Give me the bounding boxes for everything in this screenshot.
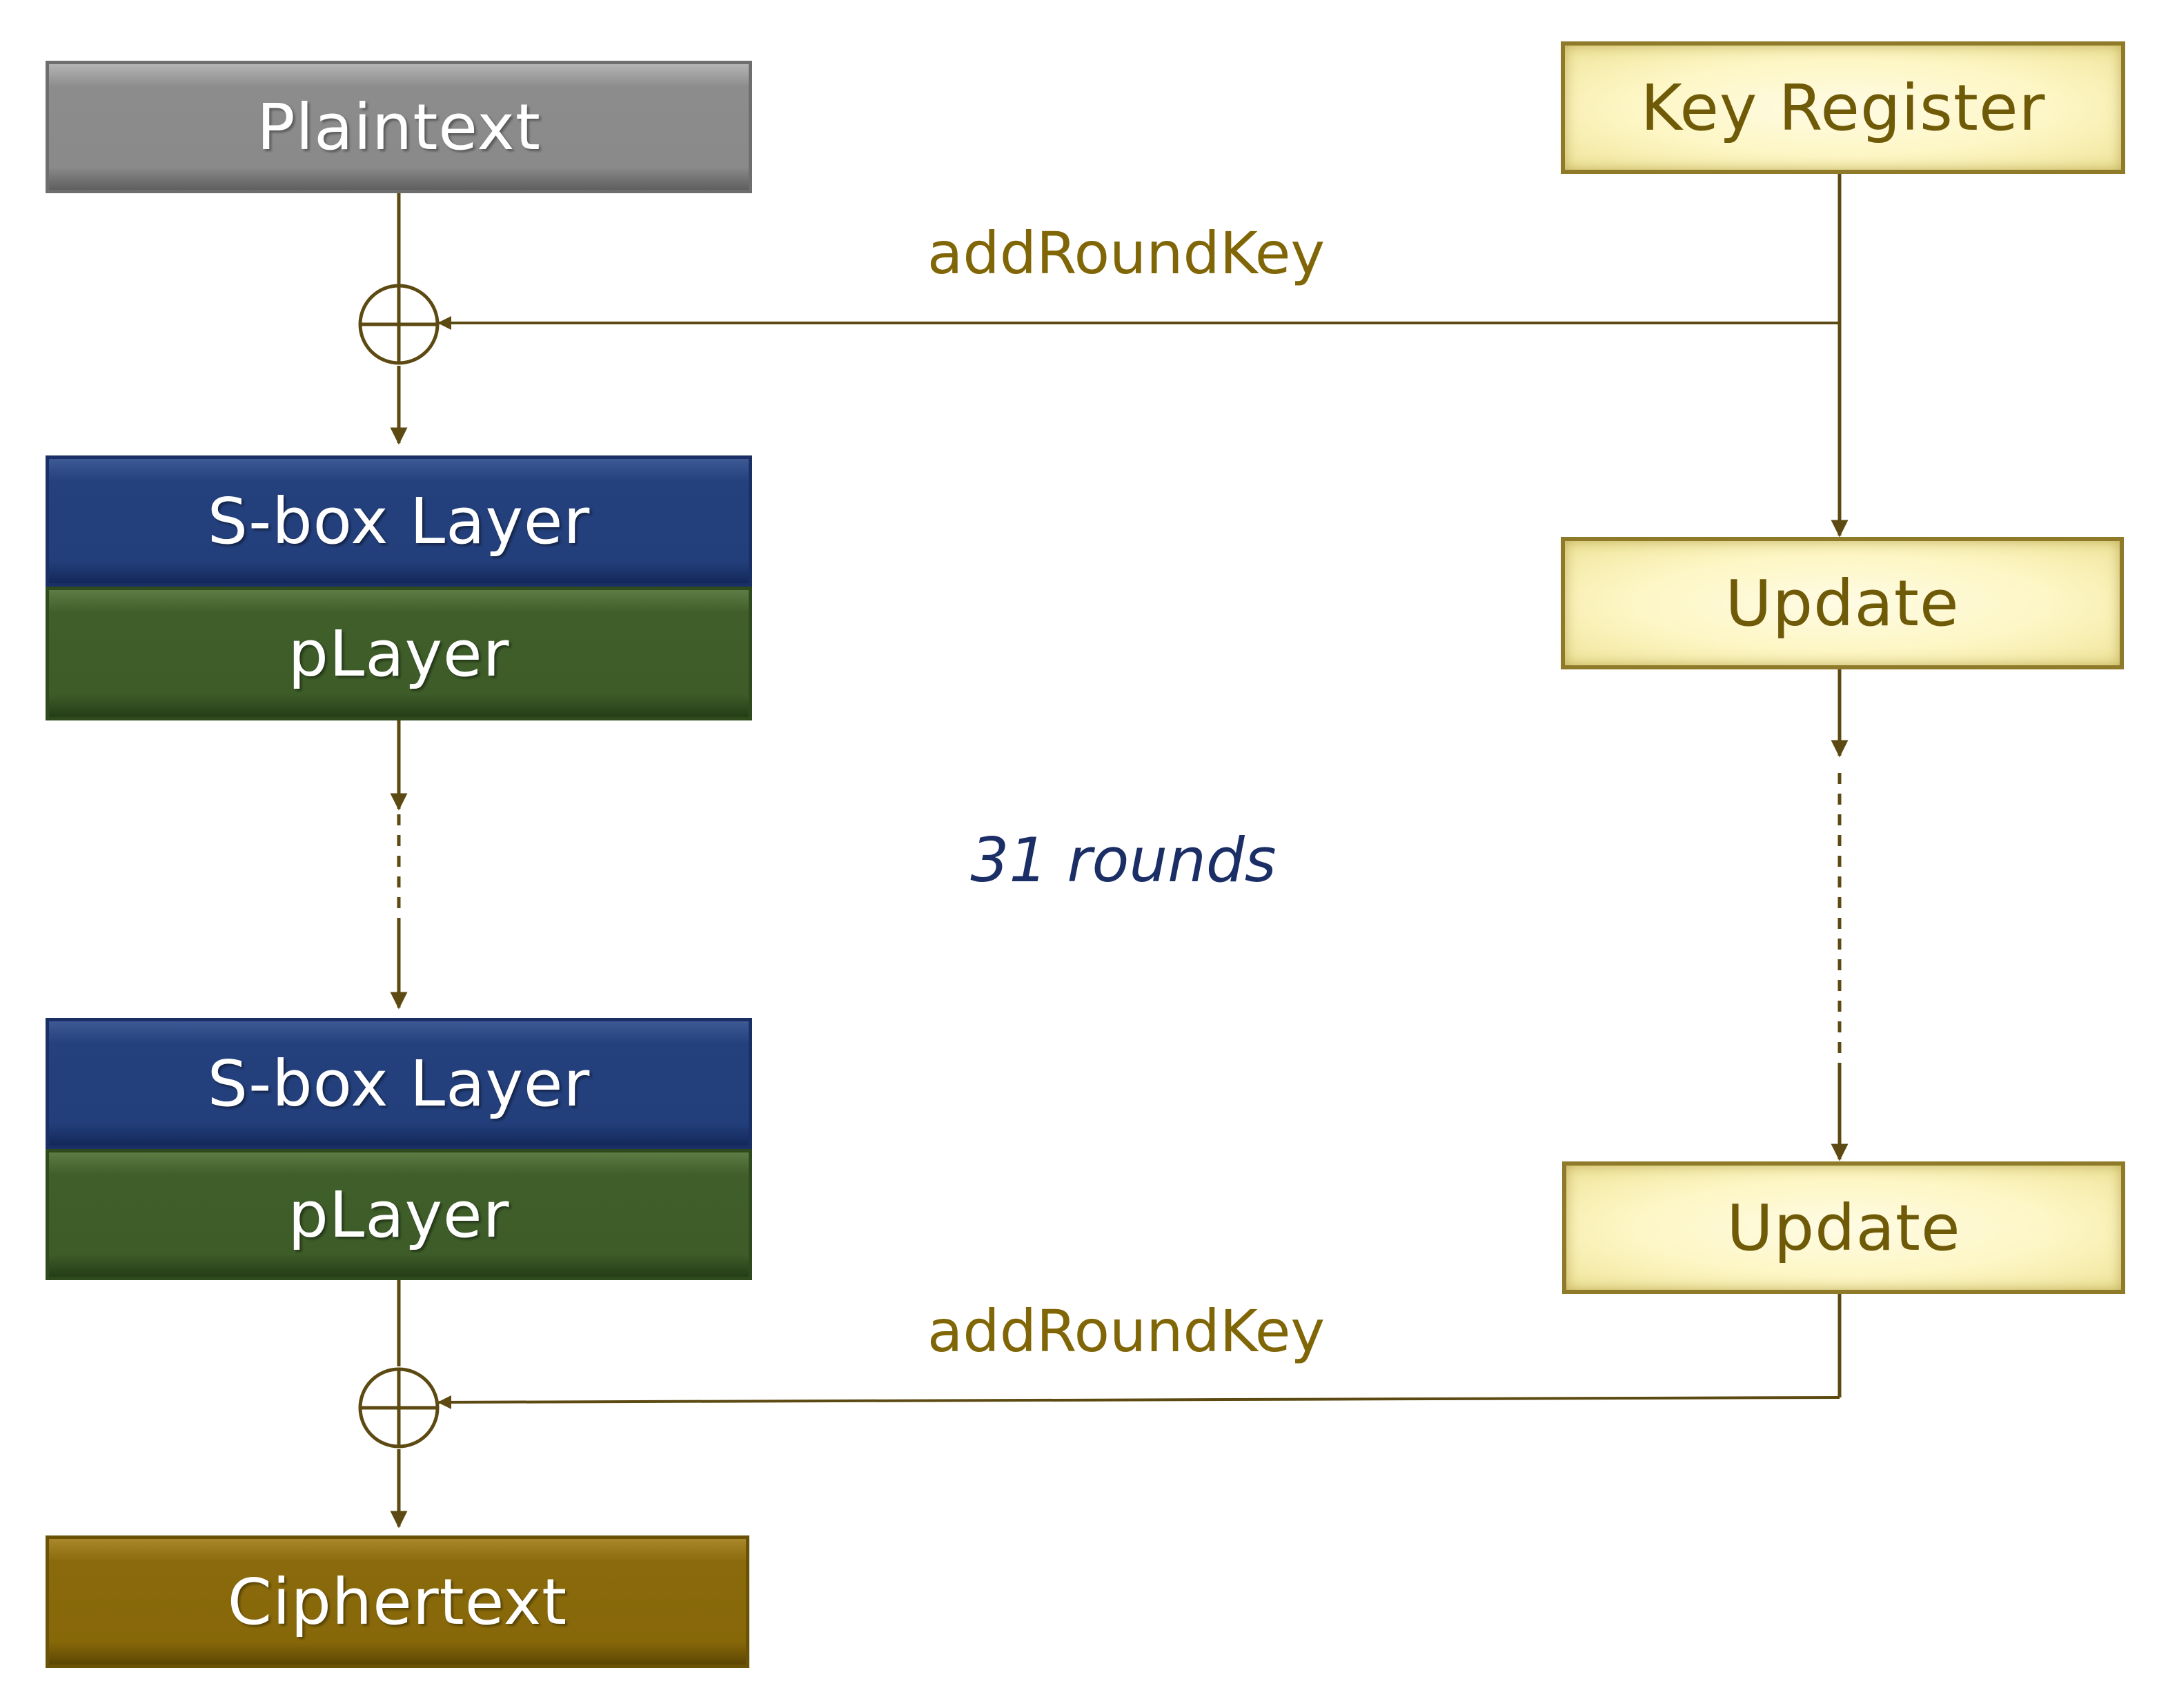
player-box-1: pLayer [46, 587, 752, 720]
key-register-box: Key Register [1561, 41, 2125, 174]
plaintext-box: Plaintext [46, 61, 752, 193]
add-round-key-label-top: addRoundKey [927, 219, 1326, 287]
player-label: pLayer [288, 616, 510, 691]
update-box-2: Update [1562, 1161, 2125, 1294]
ciphertext-box: Ciphertext [46, 1535, 749, 1668]
wire-add-round-key-bottom [437, 1395, 1840, 1409]
update-box-1: Update [1561, 537, 2124, 669]
sbox-layer-box-1: S-box Layer [46, 455, 752, 587]
update-label: Update [1726, 1190, 1961, 1265]
xor-symbol-bottom [358, 1367, 440, 1449]
xor-symbol-top [358, 284, 440, 365]
update-label: Update [1725, 566, 1960, 640]
sbox-layer-label: S-box Layer [207, 484, 591, 558]
player-box-2: pLayer [46, 1149, 752, 1280]
player-label: pLayer [288, 1177, 510, 1252]
sbox-layer-box-2: S-box Layer [46, 1018, 752, 1149]
add-round-key-label-bottom: addRoundKey [927, 1297, 1326, 1365]
rounds-label: 31 rounds [970, 825, 1277, 896]
key-register-label: Key Register [1640, 70, 2046, 145]
sbox-layer-label: S-box Layer [207, 1046, 591, 1121]
plaintext-label: Plaintext [257, 90, 541, 164]
ciphertext-label: Ciphertext [227, 1564, 568, 1639]
